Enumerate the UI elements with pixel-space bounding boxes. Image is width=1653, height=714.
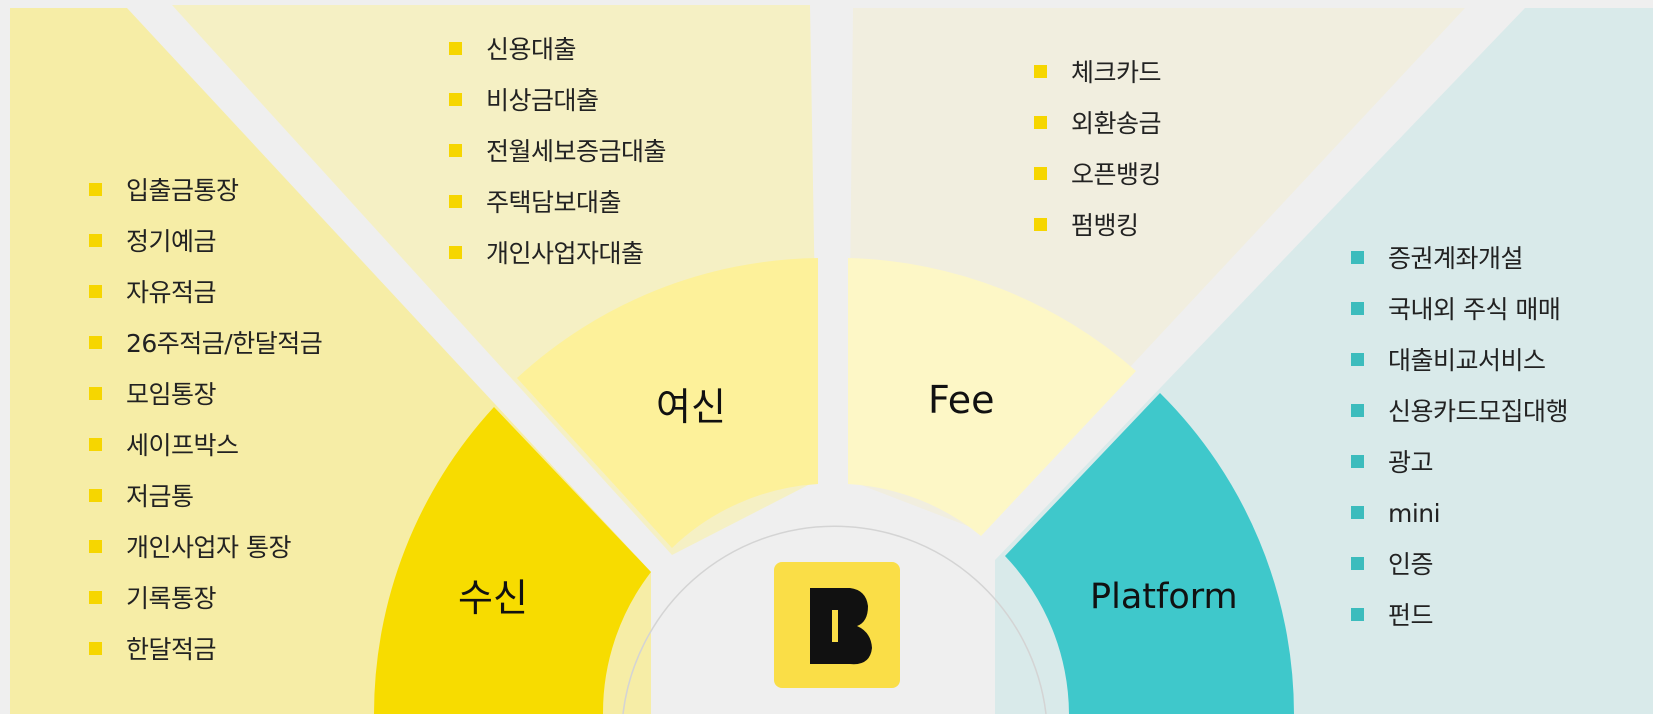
list-item: 증권계좌개설 (1351, 233, 1568, 284)
list-item: 펀드 (1351, 590, 1568, 641)
item-label: 기록통장 (126, 584, 217, 613)
loan-label: 여신 (656, 385, 726, 429)
item-label: 정기예금 (126, 227, 217, 256)
list-item: 외환송금 (1034, 98, 1162, 149)
square-bullet-icon (1034, 65, 1047, 78)
bank-logo (774, 562, 900, 688)
square-bullet-icon (1034, 116, 1047, 129)
square-bullet-icon (1351, 506, 1364, 519)
list-item: 대출비교서비스 (1351, 335, 1568, 386)
square-bullet-icon (89, 234, 102, 247)
item-label: mini (1388, 499, 1441, 528)
square-bullet-icon (89, 642, 102, 655)
square-bullet-icon (1034, 218, 1047, 231)
deposit-items: 입출금통장 정기예금 자유적금 26주적금/한달적금 모임통장 세이프박스 저금… (89, 165, 323, 675)
list-item: 신용대출 (449, 24, 666, 75)
list-item: 26주적금/한달적금 (89, 318, 323, 369)
item-label: 신용카드모집대행 (1388, 397, 1569, 426)
square-bullet-icon (89, 591, 102, 604)
square-bullet-icon (449, 246, 462, 259)
item-label: 광고 (1388, 448, 1434, 477)
item-label: 모임통장 (126, 380, 217, 409)
loan-sector (517, 258, 818, 548)
list-item: 저금통 (89, 471, 322, 522)
list-item: 인증 (1351, 539, 1568, 590)
list-item: 전월세보증금대출 (449, 126, 667, 177)
item-label: 주택담보대출 (486, 188, 622, 217)
item-label: 전월세보증금대출 (486, 137, 667, 166)
square-bullet-icon (1351, 455, 1364, 468)
item-label: 개인사업자대출 (486, 239, 644, 268)
item-label: 국내외 주식 매매 (1388, 295, 1561, 324)
list-item: 기록통장 (89, 573, 322, 624)
item-label: 대출비교서비스 (1388, 346, 1546, 375)
item-label: 26주적금/한달적금 (126, 329, 323, 358)
item-label: 저금통 (126, 482, 194, 511)
square-bullet-icon (89, 489, 102, 502)
list-item: 세이프박스 (89, 420, 322, 471)
item-label: 입출금통장 (126, 176, 239, 205)
list-item: 정기예금 (89, 216, 322, 267)
square-bullet-icon (1351, 251, 1364, 264)
list-item: 광고 (1351, 437, 1568, 488)
list-item: 오픈뱅킹 (1034, 149, 1162, 200)
fee-sector (848, 258, 1136, 536)
item-label: 체크카드 (1071, 58, 1162, 87)
square-bullet-icon (449, 42, 462, 55)
square-bullet-icon (89, 438, 102, 451)
list-item: 펌뱅킹 (1034, 200, 1161, 251)
deposit-sector (374, 407, 651, 714)
list-item: 신용카드모집대행 (1351, 386, 1569, 437)
square-bullet-icon (89, 336, 102, 349)
deposit-label: 수신 (458, 576, 528, 620)
item-label: 개인사업자 통장 (126, 533, 291, 562)
list-item: 비상금대출 (449, 75, 666, 126)
square-bullet-icon (1034, 167, 1047, 180)
square-bullet-icon (449, 144, 462, 157)
center-ring (622, 525, 1047, 714)
list-item: 개인사업자대출 (449, 228, 666, 279)
item-label: 세이프박스 (126, 431, 239, 460)
fee-items: 체크카드 외환송금 오픈뱅킹 펌뱅킹 (1034, 47, 1162, 251)
item-label: 신용대출 (486, 35, 577, 64)
square-bullet-icon (89, 183, 102, 196)
item-label: 오픈뱅킹 (1071, 160, 1162, 189)
square-bullet-icon (1351, 404, 1364, 417)
platform-label: Platform (1090, 577, 1238, 617)
b-logo-icon (810, 588, 872, 665)
list-item: 한달적금 (89, 624, 322, 675)
loan-items: 신용대출 비상금대출 전월세보증금대출 주택담보대출 개인사업자대출 (449, 24, 667, 279)
list-item: 모임통장 (89, 369, 322, 420)
square-bullet-icon (89, 387, 102, 400)
list-item: 주택담보대출 (449, 177, 666, 228)
item-label: 자유적금 (126, 278, 217, 307)
platform-sector (1005, 393, 1294, 714)
square-bullet-icon (1351, 302, 1364, 315)
fee-label: Fee (928, 378, 995, 422)
square-bullet-icon (449, 195, 462, 208)
square-bullet-icon (1351, 608, 1364, 621)
list-item: 국내외 주식 매매 (1351, 284, 1568, 335)
list-item: 개인사업자 통장 (89, 522, 322, 573)
item-label: 외환송금 (1071, 109, 1162, 138)
square-bullet-icon (1351, 557, 1364, 570)
item-label: 증권계좌개설 (1388, 244, 1524, 273)
platform-items: 증권계좌개설 국내외 주식 매매 대출비교서비스 신용카드모집대행 광고 min… (1351, 233, 1569, 641)
list-item: 체크카드 (1034, 47, 1162, 98)
square-bullet-icon (89, 540, 102, 553)
item-label: 인증 (1388, 550, 1434, 579)
square-bullet-icon (1351, 353, 1364, 366)
list-item: 자유적금 (89, 267, 322, 318)
item-label: 펌뱅킹 (1071, 211, 1139, 240)
square-bullet-icon (89, 285, 102, 298)
item-label: 한달적금 (126, 635, 217, 664)
list-item: 입출금통장 (89, 165, 322, 216)
list-item: mini (1351, 488, 1568, 539)
square-bullet-icon (449, 93, 462, 106)
item-label: 펀드 (1388, 601, 1434, 630)
item-label: 비상금대출 (486, 86, 599, 115)
